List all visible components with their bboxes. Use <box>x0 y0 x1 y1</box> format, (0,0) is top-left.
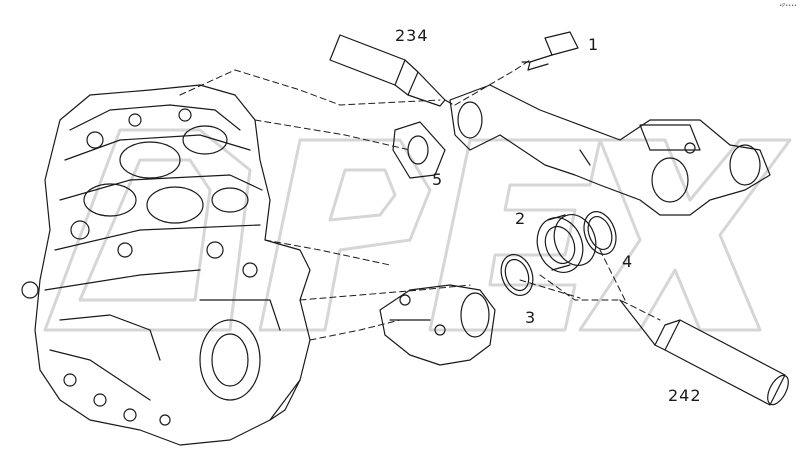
seal-ring-4 <box>583 211 617 255</box>
sealant-tube-242 <box>619 299 789 406</box>
callout-3: 3 <box>525 308 537 327</box>
corner-mark: •P•••• <box>779 3 797 9</box>
seal-ring-3 <box>500 254 534 296</box>
callout-234: 234 <box>395 26 429 45</box>
callout-5: 5 <box>432 170 444 189</box>
sealant-tube-234 <box>329 34 453 107</box>
pipe-connector-2 <box>536 214 597 273</box>
water-pipe-assembly <box>449 84 771 216</box>
callout-4: 4 <box>622 252 634 271</box>
engine-block <box>21 84 311 446</box>
watermark-logo <box>43 128 792 332</box>
callout-242: 242 <box>668 386 702 405</box>
gasket-5 <box>392 121 446 179</box>
callout-2: 2 <box>515 209 527 228</box>
elbow-housing <box>379 284 496 366</box>
assembly-lines <box>179 59 661 341</box>
callout-1: 1 <box>588 35 600 54</box>
bolt-1 <box>521 31 579 71</box>
